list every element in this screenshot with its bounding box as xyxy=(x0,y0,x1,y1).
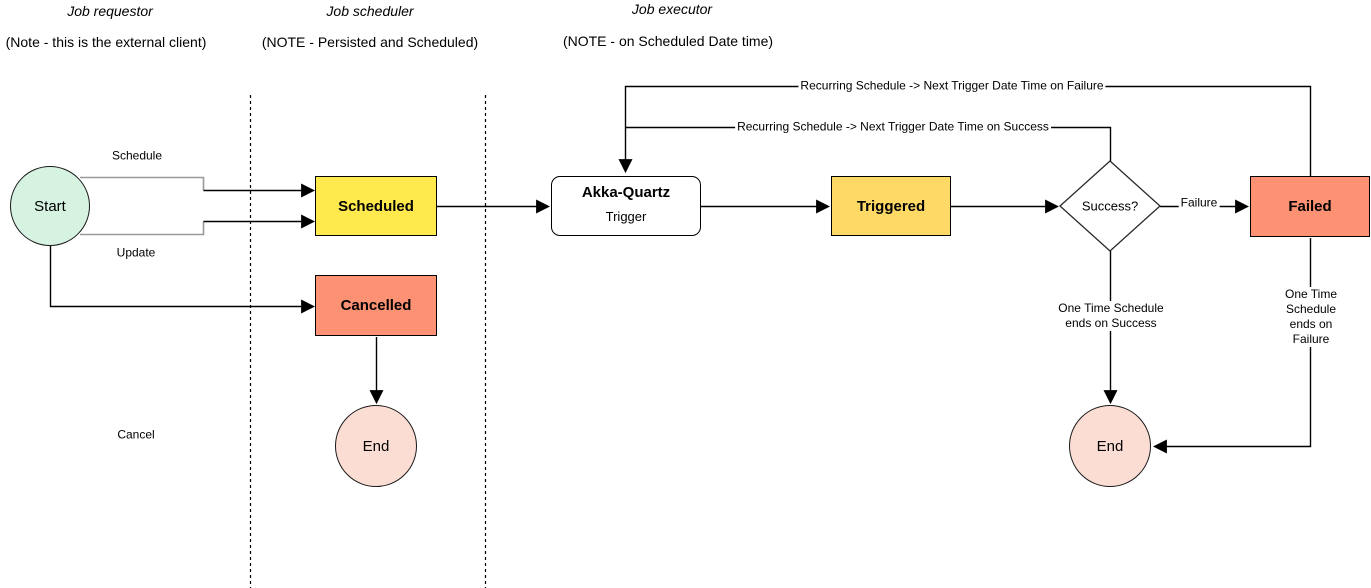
edge-label-one-time-failure: One Time Schedule ends on Failure xyxy=(1281,287,1341,347)
edge-label-schedule: Schedule xyxy=(111,148,163,163)
scheduled-node-label: Scheduled xyxy=(338,197,414,215)
bracket-schedule xyxy=(80,176,205,191)
end-node-right: End xyxy=(1069,405,1151,487)
edge-label-cancel: Cancel xyxy=(117,427,155,442)
start-node: Start xyxy=(10,166,90,246)
start-node-label: Start xyxy=(34,197,66,215)
lane-note-job-scheduler: (NOTE - Persisted and Scheduled) xyxy=(261,34,479,50)
lane-note-job-executor: (NOTE - on Scheduled Date time) xyxy=(562,33,774,49)
failed-node: Failed xyxy=(1250,176,1370,237)
edge-cancel-to-cancelled xyxy=(49,246,316,314)
akka-quartz-subtitle: Trigger xyxy=(605,209,647,224)
akka-quartz-title: Akka-Quartz xyxy=(581,184,671,201)
bracket-update xyxy=(80,221,205,236)
lane-note-job-requestor: (Note - this is the external client) xyxy=(5,34,207,50)
lane-title-job-executor: Job executor xyxy=(631,1,713,17)
edge-label-failure: Failure xyxy=(1178,195,1220,210)
akka-quartz-node: Akka-Quartz Trigger xyxy=(551,176,701,236)
cancelled-node: Cancelled xyxy=(315,275,437,336)
cancelled-node-label: Cancelled xyxy=(340,297,412,314)
edge-label-update: Update xyxy=(116,245,156,260)
failed-node-label: Failed xyxy=(1288,198,1332,215)
scheduled-node: Scheduled xyxy=(315,176,437,236)
lane-title-job-requestor: Job requestor xyxy=(67,3,153,19)
success-diamond xyxy=(1059,160,1161,252)
lane-title-job-scheduler: Job scheduler xyxy=(326,3,414,19)
success-diamond-label: Success? xyxy=(1081,198,1139,214)
triggered-node-label: Triggered xyxy=(856,197,926,215)
end-node-left-label: End xyxy=(362,437,390,455)
edge-label-recurring-failure: Recurring Schedule -> Next Trigger Date … xyxy=(798,78,1106,93)
end-node-right-label: End xyxy=(1096,437,1124,455)
end-node-left: End xyxy=(335,405,417,487)
triggered-node: Triggered xyxy=(831,176,951,236)
edge-label-one-time-success: One Time Schedule ends on Success xyxy=(1056,301,1166,331)
edge-label-recurring-success: Recurring Schedule -> Next Trigger Date … xyxy=(735,119,1051,134)
